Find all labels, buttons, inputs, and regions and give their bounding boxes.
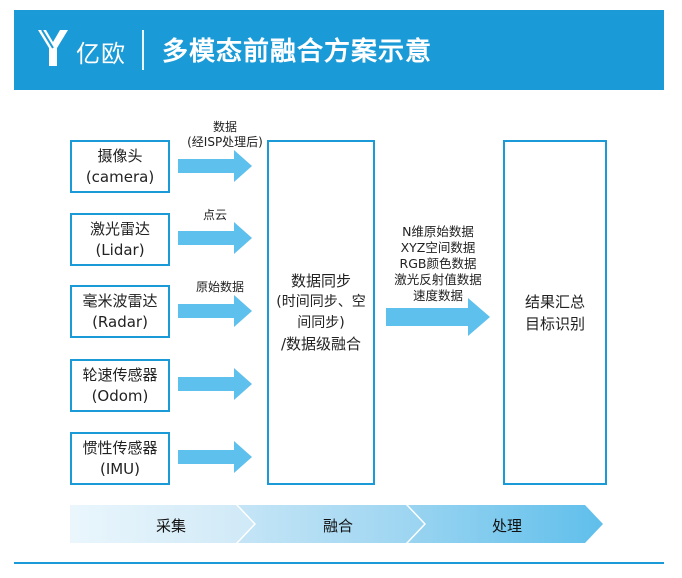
stage-chevron-fuse [238, 505, 424, 543]
arrow-right-icon [178, 222, 252, 254]
sensor-name: 摄像头 [97, 146, 143, 165]
sensor-box-lidar: 激光雷达 (Lidar) [70, 213, 170, 266]
stage-chevron-process [408, 505, 603, 543]
arrow-label-camera: 数据 (经ISP处理后) [180, 120, 270, 150]
middle-label-line: 速度数据 [412, 288, 463, 303]
arrow-right-icon [178, 368, 252, 400]
middle-arrow-label: N维原始数据 XYZ空间数据 RGB颜色数据 激光反射值数据 速度数据 [380, 224, 496, 304]
arrow-label-radar: 原始数据 [180, 280, 260, 295]
header-divider [142, 30, 144, 70]
sensor-box-radar: 毫米波雷达 (Radar) [70, 285, 170, 338]
sensor-name: 轮速传感器 [82, 365, 158, 384]
sensor-name: 毫米波雷达 [82, 291, 158, 310]
arrow-label-line: 原始数据 [195, 280, 244, 294]
arrow-label-line: 点云 [202, 208, 227, 222]
logo-text: 亿欧 [76, 40, 126, 68]
sync-line: 间同步) [297, 314, 345, 331]
arrow-right-icon [178, 295, 252, 327]
data-sync-box: 数据同步 (时间同步、空 间同步) /数据级融合 [267, 140, 375, 485]
arrow-right-icon [178, 150, 252, 182]
result-line: 目标识别 [524, 314, 585, 333]
middle-label-line: 激光反射值数据 [394, 272, 482, 287]
middle-label-line: RGB颜色数据 [399, 256, 477, 271]
yiou-logo-icon [38, 29, 68, 66]
arrow-label-line: (经ISP处理后) [187, 135, 263, 149]
sensor-box-camera: 摄像头 (camera) [70, 140, 170, 193]
bottom-divider [14, 562, 664, 564]
sensor-sub: (camera) [85, 167, 155, 186]
sync-line: 数据同步 [290, 271, 351, 290]
sensor-sub: (Lidar) [95, 240, 145, 259]
arrow-right-icon [178, 441, 252, 473]
sensor-box-imu: 惯性传感器 (IMU) [70, 432, 170, 485]
result-box: 结果汇总 目标识别 [503, 140, 607, 485]
sensor-sub: (Radar) [92, 312, 148, 331]
stage-label-process: 处理 [492, 517, 523, 535]
middle-label-line: N维原始数据 [402, 224, 474, 239]
stage-label-fuse: 融合 [323, 517, 354, 535]
result-line: 结果汇总 [524, 292, 585, 311]
stage-bar [70, 505, 603, 543]
sensor-sub: (Odom) [91, 386, 149, 405]
sensor-name: 惯性传感器 [82, 438, 158, 457]
page-title: 多模态前融合方案示意 [162, 37, 433, 67]
stage-chevron-collect [70, 505, 254, 543]
sync-line: /数据级融合 [280, 334, 362, 353]
arrow-label-lidar: 点云 [180, 208, 250, 223]
arrow-right-icon [386, 298, 490, 336]
middle-label-line: XYZ空间数据 [400, 240, 476, 255]
arrow-label-line: 数据 [212, 120, 237, 134]
sensor-name: 激光雷达 [89, 219, 150, 238]
sync-line: (时间同步、空 [276, 293, 366, 310]
sensor-box-odom: 轮速传感器 (Odom) [70, 359, 170, 412]
stage-label-collect: 采集 [156, 517, 187, 535]
header-banner: 亿欧 多模态前融合方案示意 [14, 10, 664, 90]
sensor-sub: (IMU) [99, 459, 141, 478]
